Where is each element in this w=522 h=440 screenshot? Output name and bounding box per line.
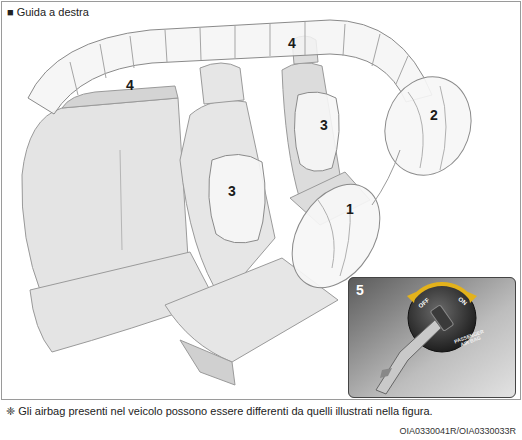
side-airbag bbox=[209, 154, 265, 242]
callout-number: 4 bbox=[126, 78, 134, 93]
figure-frame bbox=[2, 2, 521, 400]
front-seat bbox=[180, 340, 235, 385]
inset-illustration bbox=[348, 277, 516, 398]
callout-number: 3 bbox=[228, 184, 236, 199]
callout-number: 3 bbox=[320, 118, 328, 133]
front-airbag bbox=[274, 65, 484, 304]
inset-illustration bbox=[376, 320, 441, 394]
curtain-airbag bbox=[28, 20, 432, 114]
front-seat bbox=[200, 63, 244, 104]
inset-illustration bbox=[380, 368, 392, 378]
rear-seat bbox=[62, 86, 178, 108]
front-airbag bbox=[372, 150, 400, 205]
figure-note: ❈ Gli airbag presenti nel veicolo posson… bbox=[6, 405, 433, 418]
callout-number: 1 bbox=[346, 202, 354, 217]
side-airbag bbox=[294, 92, 339, 171]
front-airbag bbox=[371, 65, 484, 188]
front-airbag bbox=[318, 200, 350, 276]
callout-number: 4 bbox=[288, 36, 296, 51]
curtain-airbag bbox=[28, 20, 432, 114]
inset-box: 5 bbox=[348, 277, 516, 398]
rear-seat bbox=[120, 150, 122, 250]
section-heading: ■ Guida a destra bbox=[7, 6, 89, 18]
front-airbag bbox=[408, 86, 446, 170]
callout-number: 5 bbox=[356, 282, 364, 298]
callout-number: 2 bbox=[430, 108, 438, 123]
figure-code: OIA0330041R/OIA0330033R bbox=[399, 427, 516, 436]
inset-illustration bbox=[348, 277, 516, 398]
